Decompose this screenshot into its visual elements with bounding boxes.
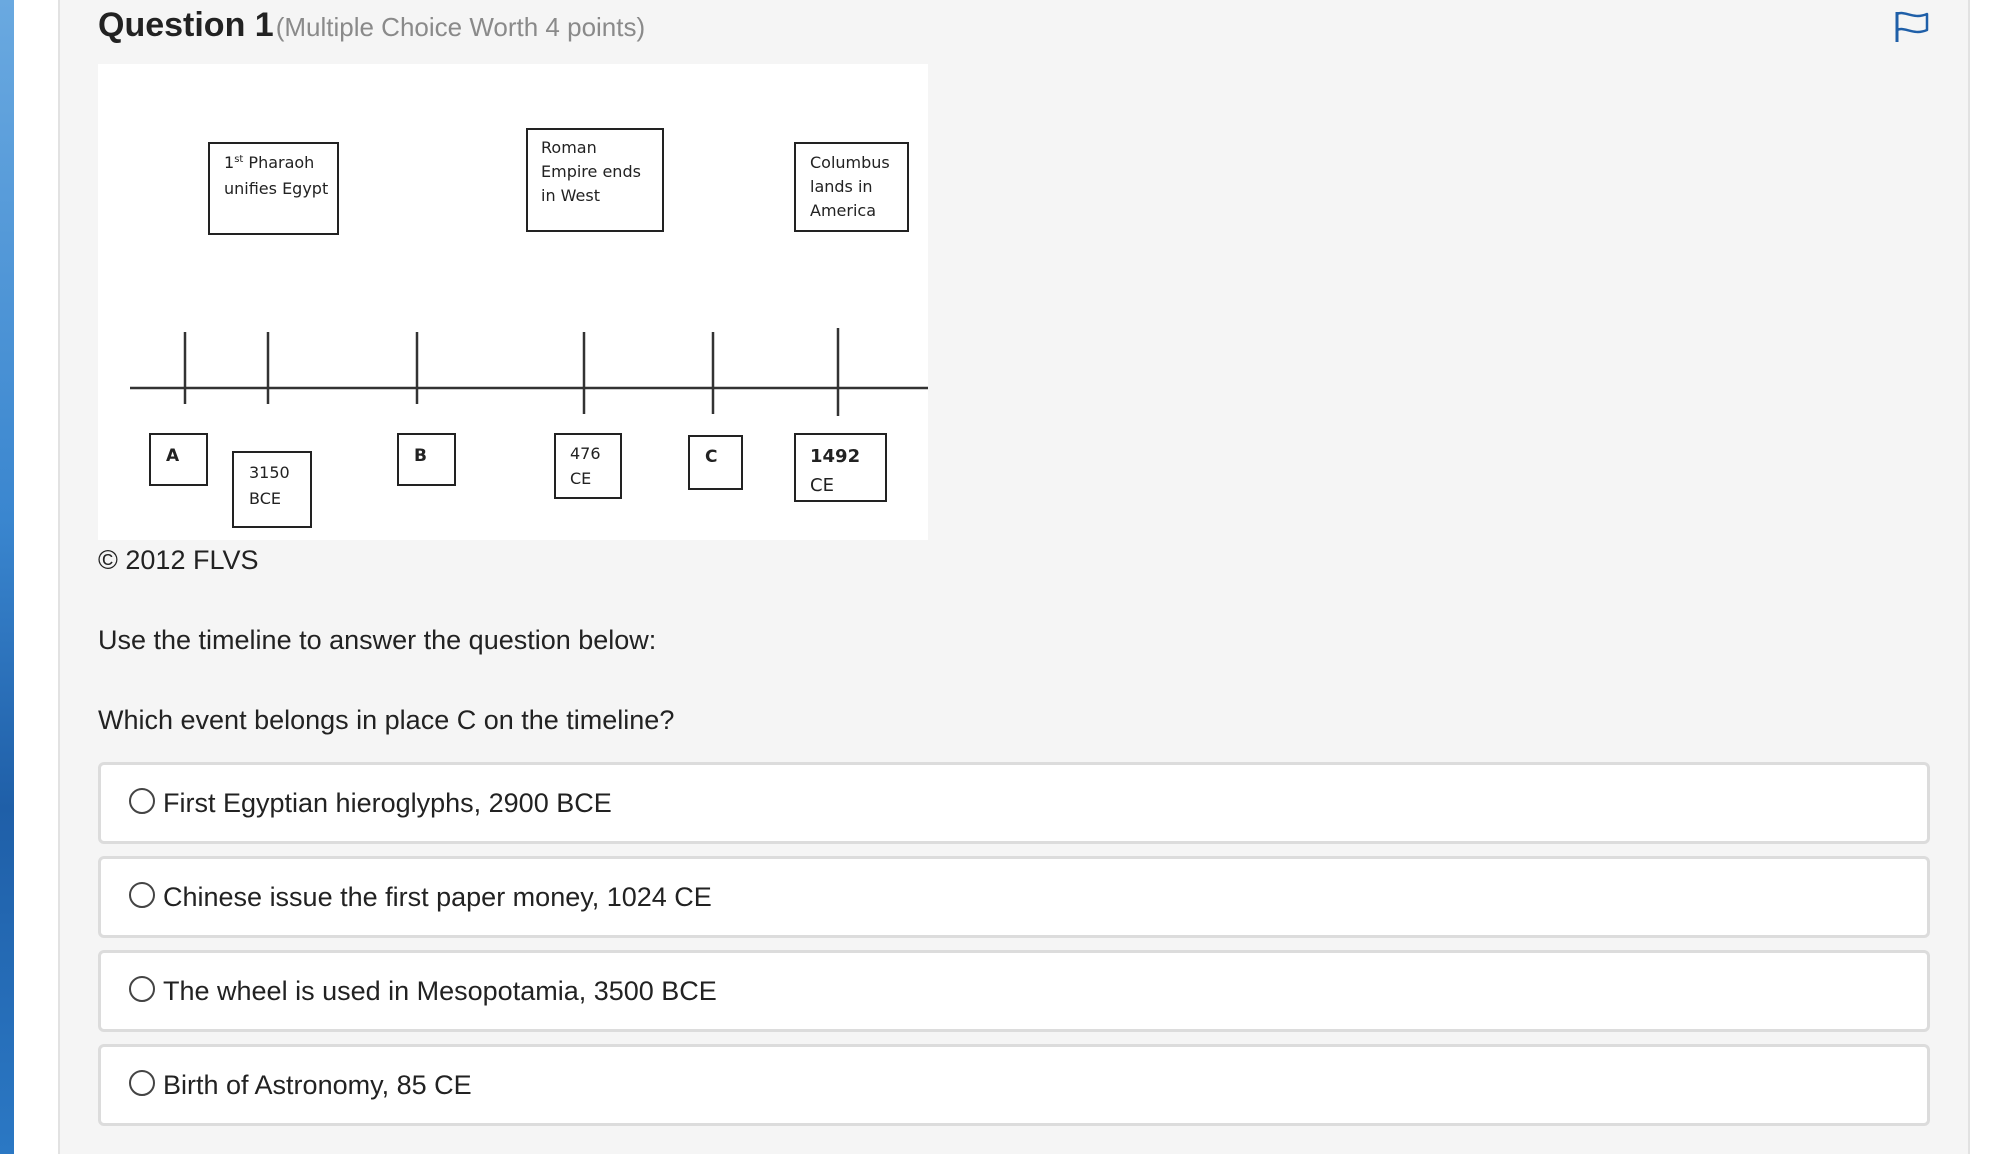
ce-1492-box [794,433,887,502]
ce-476-label-line1: 476 [570,444,601,463]
place-c-label: C [705,447,717,467]
question-header: Question 1 (Multiple Choice Worth 4 poin… [98,6,645,45]
flag-icon[interactable] [1893,10,1931,44]
rome-label-line3: in West [541,186,600,205]
question-prompt: Which event belongs in place C on the ti… [98,705,675,735]
place-a-box [149,433,208,486]
instruction-text: Use the timeline to answer the question … [98,625,657,655]
place-b-box [397,433,456,486]
bce-3150-label-line1: 3150 [249,463,290,482]
columbus-label-line3: America [810,201,876,220]
answer-choice-label: First Egyptian hieroglyphs, 2900 BCE [163,787,612,818]
place-b-label: B [414,446,427,466]
radio-button[interactable] [129,882,155,908]
radio-button[interactable] [129,976,155,1002]
radio-button[interactable] [129,788,155,814]
place-c-box [688,435,743,490]
answer-choice-2[interactable]: Chinese issue the first paper money, 102… [98,856,1930,938]
rome-label-line1: Roman [541,138,597,157]
pharaoh-label-line2: unifies Egypt [224,179,328,198]
ce-1492-label-line2: CE [810,475,834,496]
columbus-label-line1: Columbus [810,153,890,172]
left-margin [14,0,58,1154]
pharaoh-label-line1: 1st Pharaoh [224,153,314,172]
rome-label-line2: Empire ends [541,162,641,181]
left-edge-stripe [0,0,14,1154]
ce-1492-label-line1: 1492 [810,446,860,467]
answer-choice-3[interactable]: The wheel is used in Mesopotamia, 3500 B… [98,950,1930,1032]
rome-box [526,128,664,232]
timeline-diagram: 1st Pharaoh unifies Egypt Roman Empire e… [130,128,928,528]
answer-choice-4[interactable]: Birth of Astronomy, 85 CE [98,1044,1930,1126]
answer-choice-label: Birth of Astronomy, 85 CE [163,1069,472,1100]
copyright-text: © 2012 FLVS [98,545,259,575]
timeline-image: 1st Pharaoh unifies Egypt Roman Empire e… [98,64,928,540]
columbus-box [794,142,909,232]
bce-3150-box [232,451,312,528]
answer-choice-label: Chinese issue the first paper money, 102… [163,881,712,912]
ce-476-box [554,433,622,499]
answer-choices: First Egyptian hieroglyphs, 2900 BCE Chi… [98,762,1930,1138]
radio-button[interactable] [129,1070,155,1096]
columbus-label-line2: lands in [810,177,873,196]
bce-3150-label-line2: BCE [249,489,281,508]
ce-476-label-line2: CE [570,469,591,488]
question-meta: (Multiple Choice Worth 4 points) [275,12,646,42]
answer-choice-1[interactable]: First Egyptian hieroglyphs, 2900 BCE [98,762,1930,844]
place-a-label: A [166,446,180,466]
pharaoh-box [208,142,339,235]
question-title: Question 1 [98,6,274,44]
answer-choice-label: The wheel is used in Mesopotamia, 3500 B… [163,975,717,1006]
